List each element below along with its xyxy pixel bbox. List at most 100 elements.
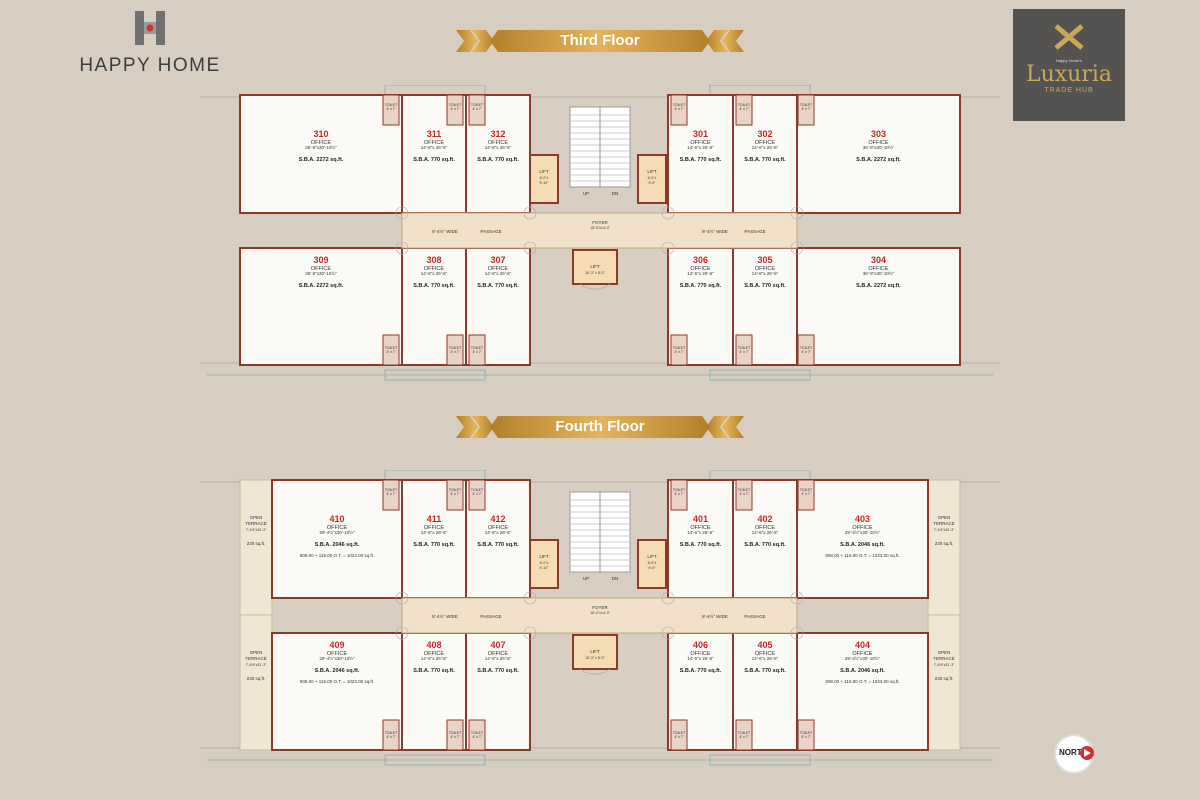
- door-swing: [790, 241, 804, 255]
- unit-number: 407: [490, 640, 505, 650]
- unit-sba: S.B.A. 770 sq.ft.: [413, 157, 455, 163]
- unit-type: OFFICE: [755, 140, 775, 146]
- office-unit: [271, 632, 403, 751]
- unit-number: 308: [426, 255, 441, 265]
- toilet-dim: 4' x 7': [740, 735, 749, 739]
- unit-sba: S.B.A. 770 sq.ft.: [744, 542, 786, 548]
- terrace-label: TERRACE: [245, 521, 267, 526]
- toilet-label: TOILET: [471, 346, 484, 350]
- door-swing: [790, 591, 804, 605]
- lift-dim: 9'-10": [540, 181, 550, 185]
- toilet: [670, 479, 688, 511]
- unit-type: OFFICE: [755, 266, 775, 272]
- unit-number: 401: [693, 514, 708, 524]
- unit-dimension: 14'-6"x 26'-6": [752, 530, 779, 535]
- office-unit: [796, 247, 961, 366]
- unit-number: 307: [490, 255, 505, 265]
- unit-type: OFFICE: [868, 140, 888, 146]
- toilet: [735, 94, 753, 126]
- door-swing: [395, 591, 409, 605]
- unit-dimension: 14'-6"x 26'-6": [687, 145, 714, 150]
- unit-type: OFFICE: [424, 140, 444, 146]
- fourth-floor-title: Fourth Floor: [555, 418, 645, 435]
- unit-sba: S.B.A. 770 sq.ft.: [744, 283, 786, 289]
- toilet-dim: 4' x 7': [740, 107, 749, 111]
- unit-sba: S.B.A. 770 sq.ft.: [477, 157, 519, 163]
- terrace-dim: 7'-4½"x31'-3": [934, 528, 955, 532]
- passage-width-right: 8'-4½" WIDE: [702, 228, 728, 234]
- office-unit: [271, 479, 403, 599]
- door-swing: [523, 591, 537, 605]
- unit-dimension: 14'-6"x 26'-6": [485, 530, 512, 535]
- toilet-label: TOILET: [471, 488, 484, 492]
- unit-sba: S.B.A. 770 sq.ft.: [413, 668, 455, 674]
- unit-type: OFFICE: [690, 525, 710, 531]
- unit-dimension: 14'-6"x 26'-6": [421, 530, 448, 535]
- toilet: [797, 94, 815, 126]
- unit-dimension: 14'-6"x 26'-6": [421, 656, 448, 661]
- unit-dimension: 14'-6"x 26'-6": [485, 271, 512, 276]
- lift-dim: 9'-9": [649, 566, 657, 570]
- unit-sba: S.B.A. 770 sq.ft.: [413, 283, 455, 289]
- north-arrow-icon: [1080, 746, 1094, 760]
- passage: [401, 597, 798, 634]
- toilet-dim: 4' x 7': [675, 735, 684, 739]
- stairs-down-label: DN: [612, 576, 619, 581]
- lift-door-swing: [579, 283, 611, 290]
- unit-dimension: 36'-9"x30'-10½": [863, 270, 895, 276]
- toilet-label: TOILET: [471, 103, 484, 107]
- unit-sba: S.B.A. 770 sq.ft.: [680, 668, 722, 674]
- lift: [572, 249, 618, 285]
- office-unit: [796, 632, 929, 751]
- terrace-area: 230 sq.ft.: [935, 541, 954, 546]
- toilet: [468, 479, 486, 511]
- toilet: [446, 719, 464, 751]
- unit-area-breakdown: 908.00 + 115.00 O.T. = 1023.00 sq.ft.: [825, 679, 899, 684]
- lift: [637, 539, 667, 589]
- lift-dim: 6'-0"x: [648, 176, 657, 180]
- door-swing: [523, 626, 537, 640]
- unit-type: OFFICE: [755, 525, 775, 531]
- unit-sba: S.B.A. 770 sq.ft.: [680, 542, 722, 548]
- luxuria-x-icon: [1054, 24, 1084, 50]
- toilet-label: TOILET: [738, 488, 751, 492]
- banner-ribbon: [456, 30, 744, 52]
- unit-number: 306: [693, 255, 708, 265]
- happy-home-icon: [135, 11, 165, 45]
- door-swing: [395, 206, 409, 220]
- unit-type: OFFICE: [852, 525, 872, 531]
- unit-type: OFFICE: [327, 525, 347, 531]
- toilet-label: TOILET: [449, 731, 462, 735]
- unit-area-breakdown: 908.00 + 115.00 O.T. = 1023.00 sq.ft.: [825, 553, 899, 558]
- unit-dimension: 36'-9"x30'-10½": [305, 144, 337, 150]
- unit-dimension: 14'-6"x 26'-6": [687, 656, 714, 661]
- unit-number: 404: [855, 640, 870, 650]
- passage-label-left: PASSAGE: [480, 229, 501, 234]
- window-bay: [709, 369, 811, 381]
- toilet-label: TOILET: [673, 488, 686, 492]
- toilet-label: TOILET: [449, 103, 462, 107]
- passage-label-right: PASSAGE: [744, 229, 765, 234]
- unit-number: 311: [427, 129, 442, 139]
- unit-dimension: 36'-9"x30'-10½": [863, 144, 895, 150]
- unit-dimension: 29'-4½"x30'-10½": [319, 529, 355, 535]
- lift-dim: 9'-10": [540, 566, 550, 570]
- door-swing: [661, 626, 675, 640]
- unit-type: OFFICE: [488, 140, 508, 146]
- unit-type: OFFICE: [755, 651, 775, 657]
- toilet-dim: 4' x 7': [451, 350, 460, 354]
- stairs-up-label: UP: [583, 576, 589, 581]
- luxuria-logo: Happy Home's Luxuria TRADE HUB: [1013, 9, 1125, 121]
- unit-sba: S.B.A. 770 sq.ft.: [477, 283, 519, 289]
- toilet-dim: 4' x 7': [675, 350, 684, 354]
- toilet-dim: 4' x 7': [675, 492, 684, 496]
- lift-dim: 6'-0"x: [648, 561, 657, 565]
- unit-dimension: 14'-6"x 26'-6": [752, 656, 779, 661]
- unit-number: 304: [871, 255, 886, 265]
- unit-dimension: 14'-6"x 26'-6": [485, 145, 512, 150]
- unit-number: 408: [426, 640, 441, 650]
- fourth-floor-banner: Fourth Floor: [456, 416, 744, 438]
- toilet: [446, 479, 464, 511]
- terrace-dim: 7'-4½"x31'-3": [246, 528, 267, 532]
